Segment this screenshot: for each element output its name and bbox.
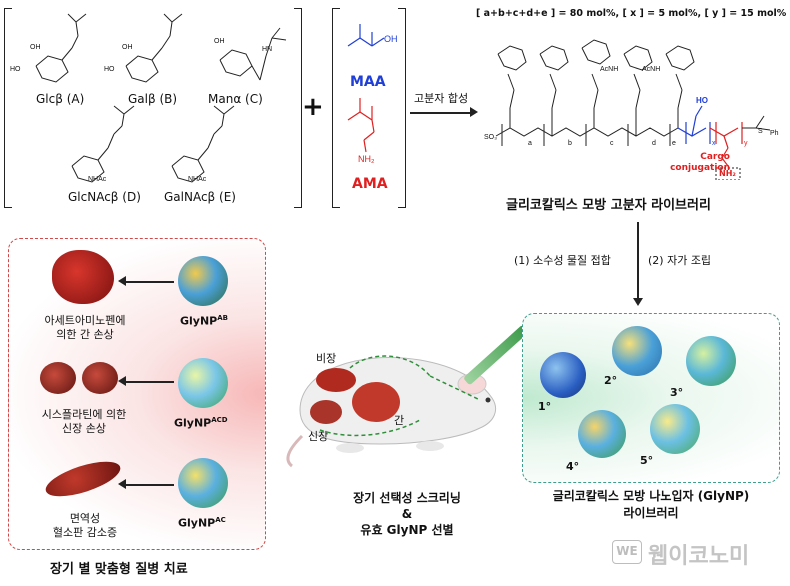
treatment-arrow-head (118, 276, 126, 286)
glycomonomer-structures (35, 13, 287, 183)
plus-sign: + (302, 92, 324, 122)
disease-label-liver: 아세트아미노펜에 의한 간 손상 (44, 314, 126, 341)
polymer-ho-label: HO (696, 96, 708, 105)
treatment-arrow-head (118, 376, 126, 386)
ama-label: AMA (352, 176, 388, 192)
np-label-4: 4° (566, 460, 580, 473)
comonomer-bracket-left (332, 8, 340, 208)
kidney-organ-image (82, 362, 118, 394)
cargo-label: Cargo conjugation (662, 152, 730, 174)
glynp-sup: ACD (211, 416, 228, 424)
glynp-acd-particle (178, 358, 228, 408)
sub-x-label: x (712, 140, 716, 147)
treatment-arrow-head (118, 479, 126, 489)
glynp-ab-label: GlyNPAB (180, 314, 228, 328)
polymer-structure (495, 39, 771, 180)
glynp-ac-label: GlyNPAC (178, 516, 226, 530)
monomer-glc-label: Glcβ (A) (36, 92, 85, 106)
nanoparticle-5 (650, 404, 700, 454)
nanoparticle-2 (612, 326, 662, 376)
nhac-label-d: NHAc (88, 176, 107, 183)
sub-a-label: a (528, 140, 532, 147)
ho-label: HO (10, 66, 21, 73)
organ-label-liver: 간 (394, 414, 405, 427)
glynp-ab-particle (178, 256, 228, 306)
np-label-2: 2° (604, 374, 618, 387)
cargo-nh2-label: NH₂ (719, 169, 736, 178)
acnh-label: AcNH (642, 66, 661, 73)
kidney-organ-image (40, 362, 76, 394)
monomer-glcnac-label: GlcNAcβ (D) (68, 190, 141, 204)
glynp-name: GlyNP (180, 314, 218, 328)
maa-label: MAA (350, 74, 386, 90)
liver-organ-image (52, 250, 114, 304)
treatment-arrow-line (124, 281, 174, 283)
oh-label: OH (214, 38, 225, 45)
hn-label: HN (262, 46, 273, 53)
synthesis-label: 고분자 합성 (414, 92, 469, 105)
sub-b-label: b (568, 140, 572, 147)
mouse-illustration (286, 355, 496, 468)
monomer-galnac-label: GalNAcβ (E) (164, 190, 236, 204)
sub-y-label: y (744, 140, 748, 147)
nhac-label-e: NHAc (188, 176, 207, 183)
monomer-bracket-right (294, 8, 302, 208)
treatment-arrow-line (124, 381, 174, 383)
np-label-5: 5° (640, 454, 654, 467)
ph-label: Ph (770, 130, 779, 137)
assembly-arrow-line (637, 222, 639, 300)
disease-label-kidney: 시스플라틴에 의한 신장 손상 (41, 408, 127, 435)
glynp-name: GlyNP (178, 516, 216, 530)
treatment-arrow-line (124, 484, 174, 486)
polymer-library-title: 글리코칼릭스 모방 고분자 라이브러리 (506, 198, 711, 213)
comonomer-bracket-right (398, 8, 406, 208)
nanoparticle-4 (578, 410, 626, 458)
disease-label-spleen: 면역성 혈소판 감소증 (52, 512, 118, 539)
np-label-3: 3° (670, 386, 684, 399)
watermark-text: 웹이코노미 (648, 544, 750, 569)
nanoparticle-1 (540, 352, 586, 398)
maa-oh-label: OH (384, 34, 398, 44)
disease-box-title: 장기 별 맞춤형 질병 치료 (50, 562, 188, 577)
screening-caption: 장기 선택성 스크리닝 & 유효 GlyNP 선별 (353, 491, 461, 537)
sub-c-label: c (610, 140, 614, 147)
synthesis-arrow-head (470, 107, 478, 117)
glynp-sup: AC (215, 516, 226, 524)
sub-d-label: d (652, 140, 656, 147)
glynp-ac-particle (178, 458, 228, 508)
monomer-man-label: Manα (C) (208, 92, 263, 106)
monomer-gal-label: Galβ (B) (128, 92, 178, 106)
ho-label: HO (104, 66, 115, 73)
s-label: S (758, 128, 763, 135)
monomer-bracket-left (4, 8, 12, 208)
comonomer-structures (347, 24, 385, 153)
assembly-step2: (2) 자가 조립 (648, 254, 712, 267)
sub-e-label: e (672, 140, 676, 147)
assembly-arrow-head (633, 298, 643, 306)
oh-label: OH (122, 44, 133, 51)
synthesis-arrow-line (410, 112, 472, 114)
watermark-logo: WE (612, 540, 642, 564)
glynp-acd-label: GlyNPACD (174, 416, 228, 430)
organ-label-spleen: 비장 (316, 352, 337, 365)
oh-label: OH (30, 44, 41, 51)
nanoparticle-3 (686, 336, 736, 386)
nanoparticle-library-title: 글리코칼릭스 모방 나노입자 (GlyNP) 라이브러리 (552, 489, 750, 520)
acnh-label: AcNH (600, 66, 619, 73)
glynp-name: GlyNP (174, 416, 212, 430)
np-label-1: 1° (538, 400, 552, 413)
ama-nh2-label: NH₂ (358, 154, 375, 164)
cargo-text: Cargo conjugation (670, 152, 730, 173)
organ-label-kidney: 신장 (308, 430, 329, 443)
assembly-step1: (1) 소수성 물질 접합 (514, 254, 611, 267)
glynp-sup: AB (217, 314, 229, 322)
composition-text: [ a+b+c+d+e ] = 80 mol%, [ x ] = 5 mol%,… (476, 8, 787, 19)
so3-label: SO₃ (484, 134, 497, 141)
